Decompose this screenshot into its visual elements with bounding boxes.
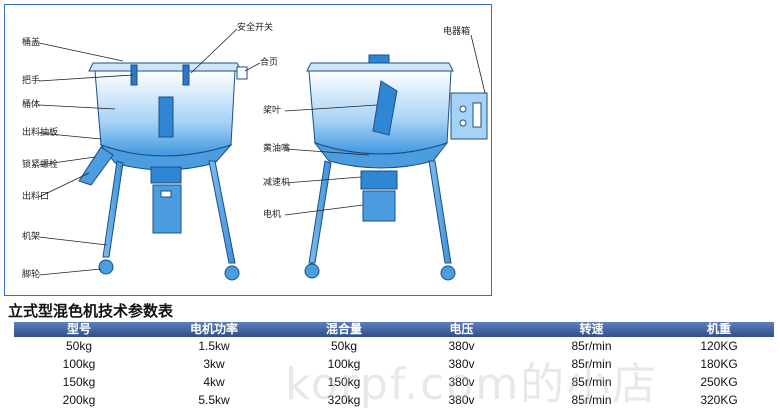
cell-weight: 180KG	[700, 357, 738, 371]
label-blade: 桨叶	[263, 106, 282, 116]
table-header-row: 型号 电机功率 混合量 电压 转速 机重	[14, 322, 774, 337]
table-row: 150kg 4kw 150kg 380v 85r/min 250KG	[14, 373, 774, 391]
cell-voltage: 380v	[448, 339, 475, 353]
header-model: 型号	[66, 322, 91, 336]
label-handle: 把手	[22, 76, 41, 86]
cell-motor-power: 5.5kw	[198, 393, 230, 407]
cell-mixing-capacity: 320kg	[327, 393, 361, 407]
cell-motor-power: 3kw	[203, 357, 225, 371]
cell-model: 200kg	[62, 393, 96, 407]
cell-mixing-capacity: 150kg	[327, 375, 361, 389]
label-hinge: 合页	[260, 58, 279, 68]
cell-speed: 85r/min	[571, 375, 612, 389]
label-caster: 脚轮	[22, 270, 41, 280]
label-reducer: 减速机	[263, 178, 291, 188]
cell-mixing-capacity: 100kg	[327, 357, 361, 371]
right-mixer	[304, 54, 488, 281]
cell-model: 150kg	[62, 375, 96, 389]
cell-weight: 250KG	[700, 375, 738, 389]
cell-mixing-capacity: 50kg	[330, 339, 358, 353]
cell-motor-power: 1.5kw	[198, 339, 230, 353]
cell-model: 50kg	[65, 339, 93, 353]
header-mixing-capacity: 混合量	[325, 322, 362, 336]
cell-voltage: 380v	[448, 375, 475, 389]
table-title: 立式型混色机技术参数表	[8, 302, 174, 320]
label-frame: 机架	[22, 232, 41, 242]
label-oil-nozzle: 黄油嘴	[263, 144, 291, 154]
label-safety-switch: 安全开关	[237, 23, 274, 33]
leader-lines	[38, 28, 486, 276]
cell-voltage: 380v	[448, 357, 475, 371]
header-weight: 机重	[706, 322, 731, 336]
watermark-text: korpf.com的小店	[285, 359, 659, 410]
cell-speed: 85r/min	[571, 393, 612, 407]
label-barrel: 桶体	[22, 100, 41, 110]
cell-model: 100kg	[62, 357, 96, 371]
spec-table: 型号 电机功率 混合量 电压 转速 机重 50kg 1.5kw 50kg 380…	[14, 322, 774, 409]
cell-weight: 120KG	[700, 339, 738, 353]
label-outlet-plate: 出料抽板	[22, 128, 59, 138]
left-mixer	[78, 62, 248, 281]
label-electric-box: 电器箱	[443, 27, 471, 37]
header-voltage: 电压	[449, 322, 474, 336]
label-motor: 电机	[263, 210, 282, 220]
cell-speed: 85r/min	[571, 357, 612, 371]
table-row: 200kg 5.5kw 320kg 380v 85r/min 320KG	[14, 391, 774, 409]
table-row: 100kg 3kw 100kg 380v 85r/min 180KG	[14, 355, 774, 373]
label-lock-screw: 锁紧螺栓	[22, 160, 59, 170]
cell-weight: 320KG	[700, 393, 738, 407]
cell-voltage: 380v	[448, 393, 475, 407]
machine-diagram: 桶盖 把手 桶体 出料抽板 锁紧螺栓 出料口 机架 脚轮 安全开关 合页 电器箱…	[4, 4, 492, 296]
cell-motor-power: 4kw	[203, 375, 225, 389]
label-lid: 桶盖	[22, 38, 41, 48]
header-speed: 转速	[579, 322, 604, 336]
mixer-drawing	[38, 28, 488, 281]
label-outlet: 出料口	[22, 192, 50, 202]
cell-speed: 85r/min	[571, 339, 612, 353]
header-motor-power: 电机功率	[189, 322, 238, 336]
table-row: 50kg 1.5kw 50kg 380v 85r/min 120KG	[14, 337, 774, 355]
